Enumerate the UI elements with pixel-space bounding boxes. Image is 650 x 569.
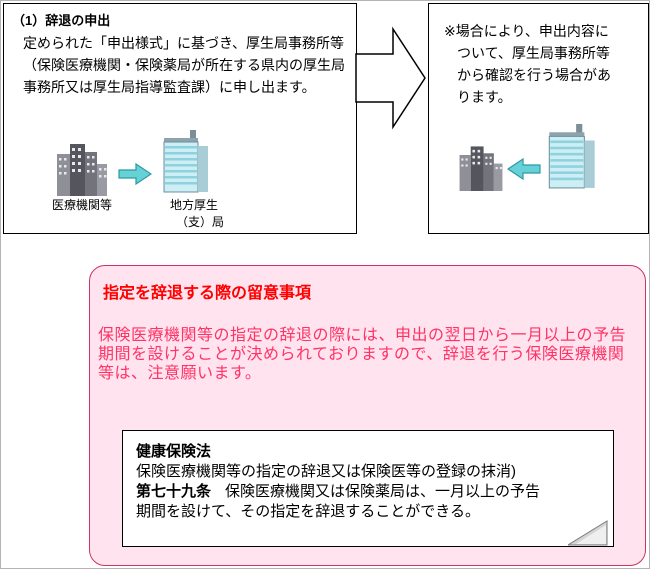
law-name: 健康保険法 (136, 443, 212, 460)
law-excerpt-box: 健康保険法 保険医療機関等の指定の辞退又は保険医等の登録の抹消) 第七十九条保険… (122, 430, 614, 547)
text-line: ※場合により、申出内容に (444, 23, 609, 39)
procedure-description: 定められた「申出様式」に基づき、厚生局事務所等 （保険医療機関・保険薬局が所在す… (23, 32, 345, 98)
law-article-continuation: 期間を設けて、その指定を辞退することができる。 (136, 503, 480, 520)
notice-title: 指定を辞退する際の留意事項 (103, 285, 312, 302)
text-line: 保険医療機関等の指定の辞退の際には、申出の翌日から一月以上の予告 (98, 327, 627, 344)
regional-bureau-building-icon (548, 124, 595, 189)
text-line: 定められた「申出様式」に基づき、厚生局事務所等 (23, 35, 345, 51)
withdrawal-procedure-box: （1）辞退の申出 定められた「申出様式」に基づき、厚生局事務所等 （保険医療機関… (3, 3, 357, 234)
regional-bureau-building-icon (163, 130, 208, 193)
text-line: から確認を行う場合があ (457, 67, 611, 83)
text-line: （保険医療機関・保険薬局が所在する県内の厚生局 (23, 57, 345, 73)
law-article-line: 第七十九条保険医療機関又は保険薬局は、一月以上の予告 (136, 482, 600, 502)
text-line: 等は、注意願います。 (98, 365, 262, 382)
text-line: ります。 (457, 89, 512, 105)
sender-label: 医療機関等 (51, 198, 112, 212)
section-title: （1）辞退の申出 (12, 13, 111, 28)
medical-institution-building-icon (57, 144, 107, 196)
notice-body: 保険医療機関等の指定の辞退の際には、申出の翌日から一月以上の予告 期間を設けるこ… (98, 326, 626, 383)
law-article-number: 第七十九条 (136, 483, 212, 500)
confirmation-note-box: ※場合により、申出内容に ついて、厚生局事務所等 から確認を行う場合があ ります… (428, 3, 649, 234)
text-line: 事務所又は厚生局指導監査課）に申し出ます。 (23, 79, 316, 95)
flow-arrow-icon (355, 26, 426, 130)
receiver-label-line2: （支）局 (175, 215, 224, 229)
text-line: ついて、厚生局事務所等 (457, 45, 610, 61)
notice-panel: 指定を辞退する際の留意事項 保険医療機関等の指定の辞退の際には、申出の翌日から一… (89, 265, 646, 566)
confirm-arrow-icon (507, 157, 541, 181)
submit-arrow-icon (118, 162, 152, 186)
law-subtitle: 保険医療機関等の指定の辞退又は保険医等の登録の抹消) (136, 463, 516, 480)
page-fold-icon (568, 520, 608, 546)
receiver-label-line1: 地方厚生 (169, 198, 218, 212)
law-article-text: 保険医療機関又は保険薬局は、一月以上の予告 (225, 483, 541, 500)
confirmation-note: ※場合により、申出内容に ついて、厚生局事務所等 から確認を行う場合があ ります… (444, 20, 611, 108)
text-line: 期間を設けることが決められておりますので、辞退を行う保険医療機関 (98, 346, 625, 363)
medical-institution-building-icon (459, 146, 503, 191)
